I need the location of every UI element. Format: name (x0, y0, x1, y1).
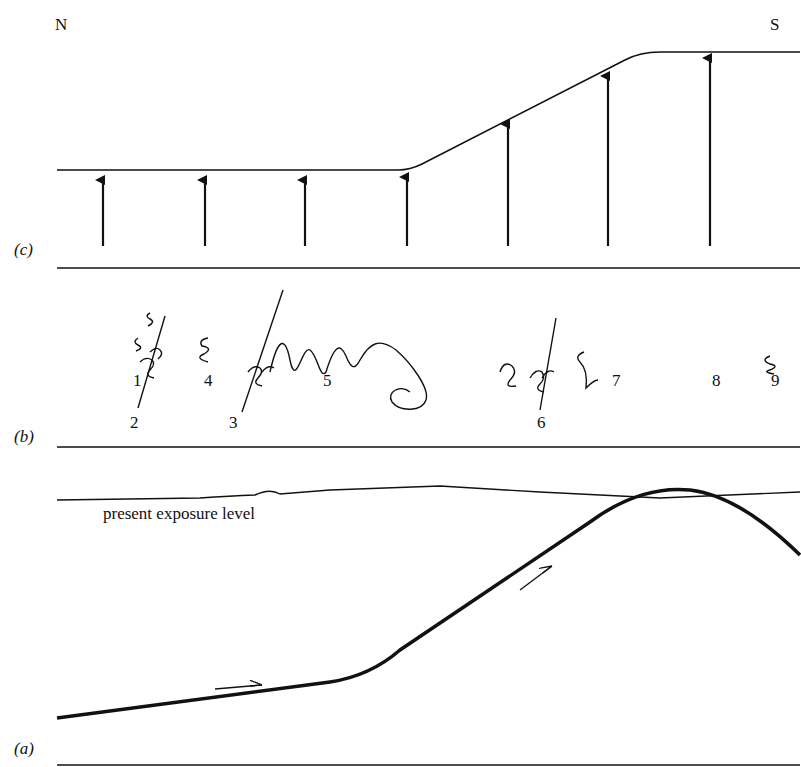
callout-number: 8 (712, 372, 721, 389)
callout-number: 6 (537, 414, 546, 431)
panel-label: (b) (14, 428, 34, 445)
callout-number: 3 (229, 414, 238, 431)
callout-number: 7 (612, 372, 621, 389)
callout-number: 2 (130, 414, 139, 431)
panel-label: (c) (14, 241, 33, 258)
direction-label: N (55, 16, 67, 33)
callout-number: 4 (204, 372, 213, 389)
callout-number: 5 (323, 372, 332, 389)
callout-number: 9 (771, 372, 780, 389)
level-label: present exposure level (103, 505, 255, 522)
callout-number: 1 (133, 372, 142, 389)
direction-label: S (770, 16, 779, 33)
panel-label: (a) (14, 740, 34, 757)
